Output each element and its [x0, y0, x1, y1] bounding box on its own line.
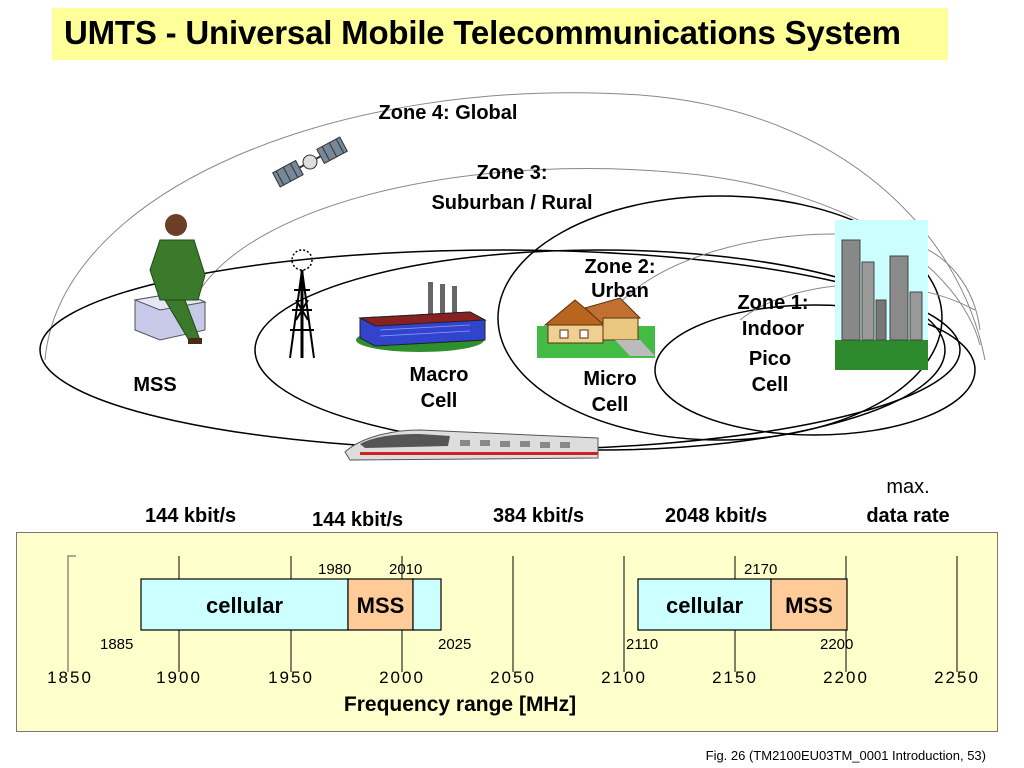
zone-diagram [39, 92, 986, 461]
rate-micro: 384 kbit/s [493, 505, 585, 527]
micro-cell-label-line1: Micro [583, 368, 637, 390]
city-buildings-icon [835, 220, 928, 370]
band-mss-2-label: MSS [785, 593, 833, 618]
tick-1850: 1850 [47, 668, 93, 687]
max-rate-header-line1: max. [886, 476, 930, 498]
rate-pico: 2048 kbit/s [665, 505, 768, 527]
band-mss-1-label: MSS [356, 593, 405, 618]
satellite-icon [272, 136, 348, 188]
tick-2150: 2150 [712, 668, 758, 687]
radio-tower-icon [289, 249, 315, 359]
zone3-label-line1: Zone 3: [476, 162, 548, 184]
pico-cell-label-line1: Pico [748, 348, 792, 370]
micro-cell-label-line2: Cell [591, 394, 629, 416]
band-mss-1 [347, 578, 414, 631]
factory-icon [356, 282, 487, 352]
tick-1950: 1950 [268, 668, 314, 687]
mss-label: MSS [133, 374, 177, 396]
zone1-label-line2: Indoor [741, 318, 805, 340]
micro-ellipse [497, 195, 943, 441]
rate-macro: 144 kbit/s [312, 509, 404, 531]
frequency-axis-label: Frequency range [MHz] [343, 693, 577, 716]
mobile-user-icon [133, 214, 207, 344]
zone3-arc [199, 168, 981, 346]
zone2-label-line1: Zone 2: [584, 256, 656, 278]
mark-2170: 2170 [744, 561, 778, 578]
band-cellular-1-label: cellular [205, 593, 284, 618]
pico-cell-label-line2: Cell [751, 374, 789, 396]
frequency-panel [16, 532, 998, 732]
train-icon [344, 429, 599, 461]
figure-caption: Fig. 26 (TM2100EU03TM_0001 Introduction,… [705, 748, 986, 763]
macro-cell-label-line1: Macro [409, 364, 469, 386]
tick-2000: 2000 [379, 668, 425, 687]
max-rate-header-line2: data rate [866, 505, 950, 527]
frequency-axis [67, 555, 958, 672]
tick-2200: 2200 [823, 668, 869, 687]
zone2-label-line2: Urban [591, 280, 649, 302]
tick-2100: 2100 [601, 668, 647, 687]
band-cellular-2 [637, 578, 772, 631]
title-banner [52, 8, 948, 60]
band-gap-1 [412, 578, 442, 631]
house-icon [537, 297, 655, 358]
band-cellular-2-label: cellular [665, 593, 744, 618]
mark-2025: 2025 [438, 636, 472, 653]
band-mss-2 [770, 578, 848, 631]
macro-ellipse [254, 249, 946, 451]
band-cellular-1 [140, 578, 349, 631]
page-title: UMTS - Universal Mobile Telecommunicatio… [64, 14, 901, 51]
rate-mss: 144 kbit/s [145, 505, 237, 527]
mark-1885: 1885 [100, 636, 134, 653]
mark-1980: 1980 [318, 561, 352, 578]
tick-2250: 2250 [934, 668, 980, 687]
tick-1900: 1900 [156, 668, 202, 687]
zone4-label: Zone 4: Global [378, 102, 518, 124]
pico-ellipse [654, 304, 976, 436]
zone1-label-line1: Zone 1: [737, 292, 809, 314]
tick-2050: 2050 [490, 668, 536, 687]
zone3-label-line2: Suburban / Rural [431, 192, 593, 214]
mark-2010: 2010 [389, 561, 423, 578]
macro-cell-label-line2: Cell [420, 390, 458, 412]
mark-2200: 2200 [820, 636, 854, 653]
mark-2110: 2110 [626, 636, 659, 653]
